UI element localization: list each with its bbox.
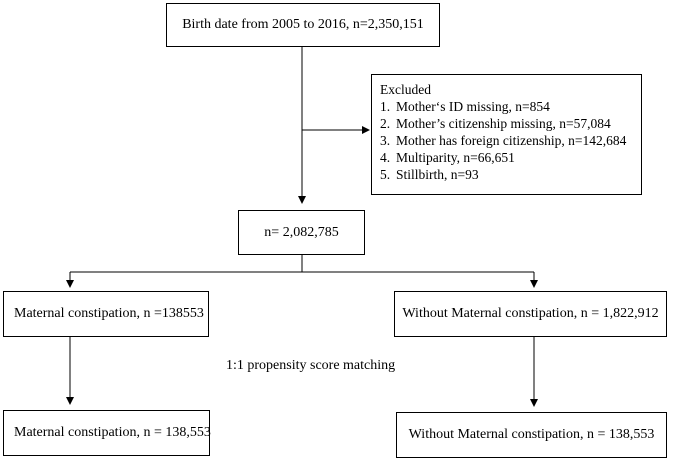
excluded-item-text: Mother‘s ID missing, n=854	[396, 99, 550, 114]
excluded-item: 5. Stillbirth, n=93	[380, 166, 633, 183]
without-matched-label: Without Maternal constipation, n = 138,5…	[408, 427, 655, 442]
maternal-matched-box: Maternal constipation, n = 138,553	[3, 410, 211, 456]
without-maternal-constipation-box: Without Maternal constipation, n = 1,822…	[394, 291, 667, 337]
excluded-list: 1. Mother‘s ID missing, n=854 2. Mother’…	[380, 98, 633, 183]
excluded-item: 2. Mother’s citizenship missing, n=57,08…	[380, 115, 633, 132]
excluded-item-number: 4.	[380, 150, 391, 165]
excluded-item-number: 5.	[380, 167, 391, 182]
excluded-item-number: 2.	[380, 116, 391, 131]
excluded-item: 3. Mother has foreign citizenship, n=142…	[380, 132, 633, 149]
excluded-item-text: Mother has foreign citizenship, n=142,68…	[396, 133, 627, 148]
maternal-matched-label: Maternal constipation, n = 138,553	[14, 425, 211, 440]
birth-date-label: Birth date from 2005 to 2016, n=2,350,15…	[182, 17, 424, 32]
birth-date-box: Birth date from 2005 to 2016, n=2,350,15…	[166, 3, 440, 47]
excluded-item-number: 3.	[380, 133, 391, 148]
excluded-item-text: Mother’s citizenship missing, n=57,084	[396, 116, 611, 131]
excluded-box: Excluded 1. Mother‘s ID missing, n=854 2…	[371, 74, 642, 195]
total-label: n= 2,082,785	[264, 224, 339, 240]
without-maternal-constipation-label: Without Maternal constipation, n = 1,822…	[402, 306, 659, 321]
propensity-matching-note: 1:1 propensity score matching	[226, 358, 396, 373]
excluded-title: Excluded	[380, 82, 431, 97]
excluded-item-number: 1.	[380, 99, 391, 114]
without-matched-box: Without Maternal constipation, n = 138,5…	[396, 412, 667, 458]
excluded-item-text: Multiparity, n=66,651	[396, 150, 515, 165]
excluded-item: 4. Multiparity, n=66,651	[380, 149, 633, 166]
excluded-item-text: Stillbirth, n=93	[396, 167, 479, 182]
total-box: n= 2,082,785	[238, 210, 365, 255]
maternal-constipation-box: Maternal constipation, n =138553	[3, 291, 209, 337]
maternal-constipation-label: Maternal constipation, n =138553	[14, 306, 204, 321]
excluded-item: 1. Mother‘s ID missing, n=854	[380, 98, 633, 115]
